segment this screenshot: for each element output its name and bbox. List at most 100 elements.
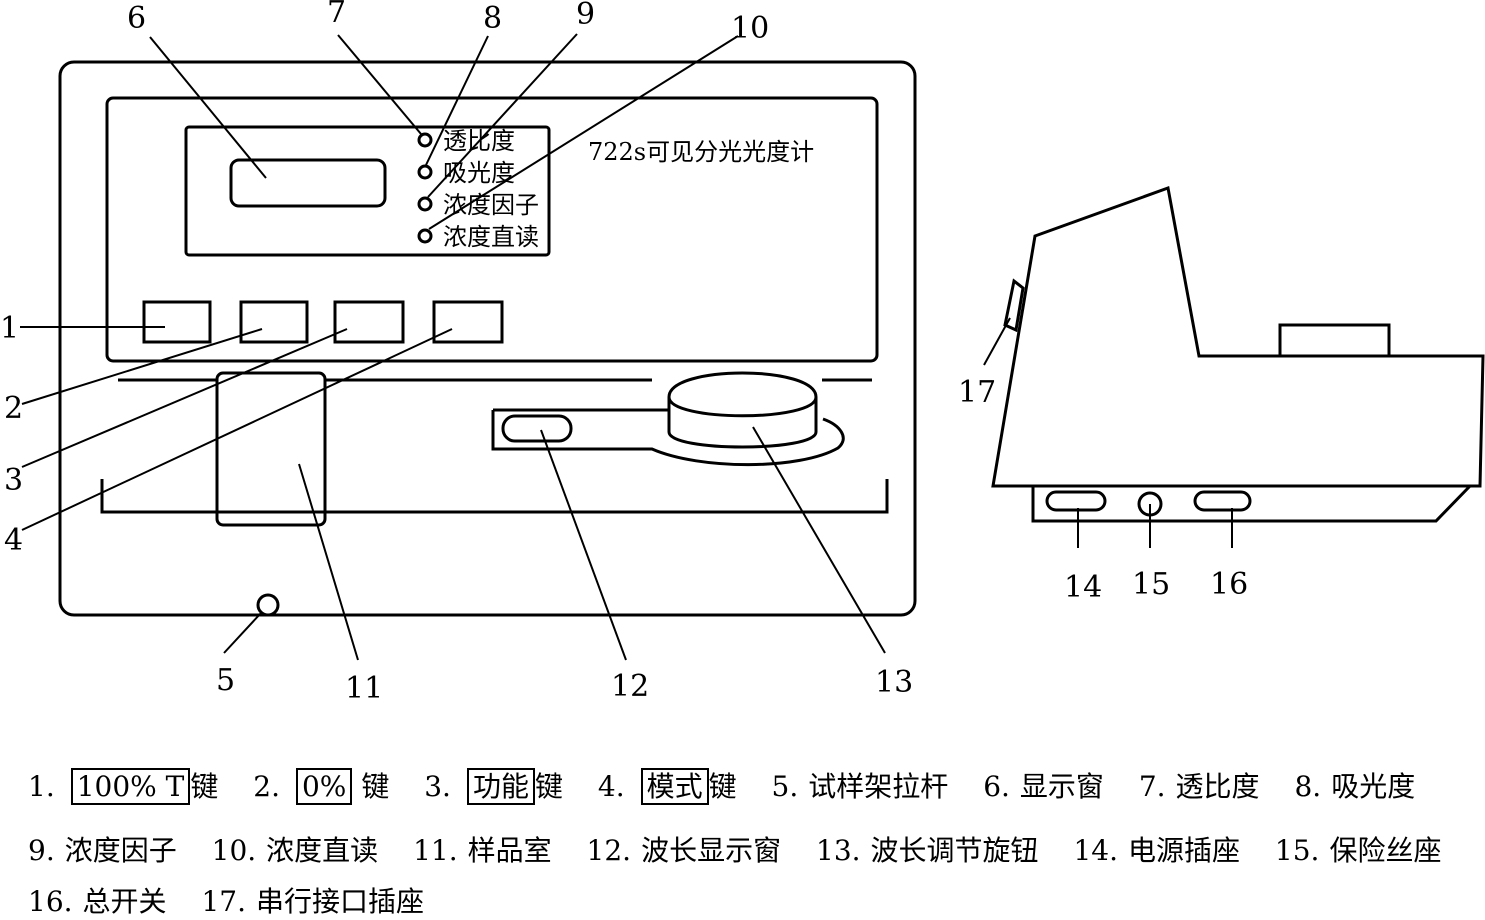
leader-17: [983, 317, 1011, 366]
key-100t: [142, 300, 212, 344]
legend-text: 波长显示窗: [641, 834, 782, 867]
leader-3: [21, 328, 348, 468]
indicator-transmittance-lamp: [417, 132, 433, 148]
legend-num: 4.: [597, 770, 625, 803]
legend-item-14: 14. 电源插座: [1073, 834, 1240, 867]
legend-text: 键: [190, 770, 219, 803]
legend-num: 9.: [28, 834, 55, 867]
legend-item-6: 6. 显示窗: [983, 770, 1104, 803]
legend-num: 12.: [586, 834, 632, 867]
legend-key-box: 模式: [640, 768, 709, 805]
legend-num: 7.: [1138, 770, 1166, 803]
callout-6: 6: [127, 1, 146, 36]
leader-13: [752, 426, 886, 654]
legend-item-17: 17.串行接口插座: [201, 885, 424, 918]
legend-item-8: 8. 吸光度: [1294, 770, 1415, 803]
callout-10: 10: [731, 11, 769, 46]
legend-num: 6.: [983, 770, 1010, 803]
legend-text: 总开关: [82, 885, 167, 918]
callout-8: 8: [483, 1, 502, 36]
legend-item-16: 16.总开关: [28, 885, 167, 918]
legend-text: 试样架拉杆: [808, 770, 949, 803]
indicator-absorbance-lamp: [417, 164, 433, 180]
legend-item-4: 4.模式键: [597, 768, 737, 805]
leader-12: [540, 429, 627, 661]
callout-3: 3: [4, 463, 23, 498]
leader-4: [21, 328, 453, 531]
legend-item-2: 2.0% 键: [253, 768, 390, 805]
legend-text: 电源插座: [1127, 834, 1240, 867]
key-function: [333, 300, 405, 344]
legend-num: 15.: [1274, 834, 1320, 867]
callout-numbers: 1 2 3 4 5 6 7 8 9 10 11 12 13 14 15 16 1…: [0, 0, 1248, 706]
legend-num: 2.: [253, 770, 280, 803]
front-view: 透比度 吸光度 浓度因子 浓度直读 722s可见分光光度计: [58, 60, 917, 617]
legend-text: 透比度: [1175, 770, 1260, 803]
instrument-body: [58, 60, 917, 617]
legend-line-2: 9. 浓度因子 10.浓度直读 11.样品室 12. 波长显示窗 13. 波长调节旋钮…: [28, 829, 1467, 869]
legend-item-12: 12. 波长显示窗: [587, 834, 782, 867]
legend-key-box: 功能: [466, 768, 535, 805]
sample-pull-rod-knob: [256, 593, 280, 617]
indicator-conc-factor-lamp: [417, 196, 433, 212]
callout-16: 16: [1210, 567, 1248, 602]
callout-11: 11: [345, 671, 383, 706]
indicator-conc-direct-label: 浓度直读: [443, 223, 539, 251]
wavelength-arm: [491, 408, 845, 467]
legend-item-13: 13. 波长调节旋钮: [816, 834, 1039, 867]
wavelength-knob: [667, 371, 818, 449]
legend-num: 13.: [816, 834, 861, 867]
callout-13: 13: [875, 665, 913, 700]
legend-item-7: 7. 透比度: [1139, 770, 1260, 803]
legend-num: 3.: [424, 770, 451, 803]
legend-num: 8.: [1294, 770, 1322, 803]
leader-5: [223, 612, 262, 654]
legend-item-5: 5. 试样架拉杆: [772, 770, 949, 803]
legend-num: 17.: [201, 885, 246, 918]
key-mode: [432, 300, 504, 344]
legend-text: 吸光度: [1331, 770, 1416, 803]
legend-text: 浓度因子: [64, 834, 177, 867]
legend-item-9: 9. 浓度因子: [28, 834, 177, 867]
legend-text: 键: [534, 770, 563, 803]
callout-5: 5: [216, 663, 235, 698]
side-top-block: [1278, 323, 1391, 358]
legend-item-10: 10.浓度直读: [212, 834, 379, 867]
legend-text: 保险丝座: [1329, 834, 1442, 867]
callout-12: 12: [611, 669, 649, 704]
leader-9: [427, 33, 578, 198]
serial-port: [1003, 278, 1025, 333]
callout-17: 17: [958, 375, 996, 410]
legend-num: 14.: [1073, 834, 1118, 867]
callout-2: 2: [4, 391, 23, 426]
callout-14: 14: [1064, 570, 1102, 605]
legend-item-3: 3. 功能键: [424, 768, 563, 805]
callout-4: 4: [4, 523, 23, 558]
sample-chamber: [215, 371, 327, 527]
side-view: [991, 185, 1485, 523]
legend-num: 1.: [28, 770, 55, 803]
callout-9: 9: [576, 0, 595, 32]
leader-8: [425, 35, 489, 166]
legend-num: 5.: [771, 770, 799, 803]
lower-tray-outline: [100, 479, 889, 514]
side-base: [1031, 484, 1472, 523]
leader-11: [298, 463, 359, 661]
legend-text: 键: [361, 770, 390, 803]
callout-7: 7: [327, 0, 346, 30]
control-panel: [105, 96, 879, 363]
legend-line-3: 16.总开关 17.串行接口插座: [28, 880, 450, 920]
legend-text: 显示窗: [1019, 770, 1104, 803]
display-frame: [184, 125, 551, 257]
leader-lines: [20, 33, 1233, 661]
side-body: [991, 185, 1485, 488]
wavelength-display-window: [501, 414, 573, 443]
callout-15: 15: [1132, 567, 1170, 602]
key-0-percent: [239, 300, 309, 344]
callout-1: 1: [0, 311, 19, 346]
legend-item-11: 11.样品室: [413, 834, 552, 867]
legend-num: 10.: [211, 834, 257, 867]
leader-10: [428, 35, 739, 230]
legend-text: 波长调节旋钮: [870, 834, 1039, 867]
